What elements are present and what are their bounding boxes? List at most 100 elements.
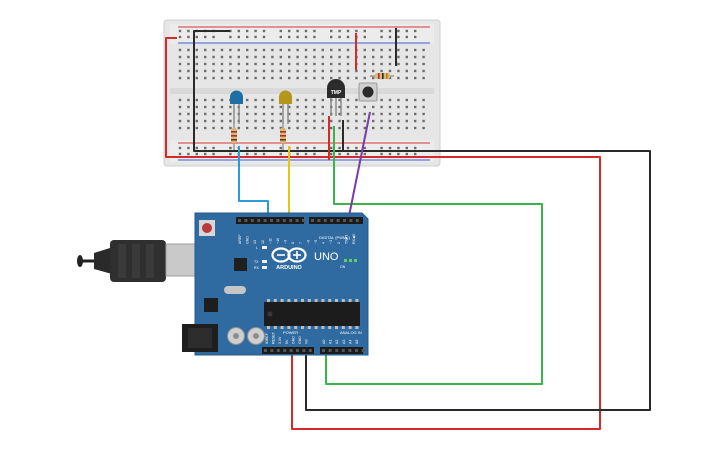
breadboard-hole (262, 29, 266, 33)
breadboard-hole (414, 29, 417, 33)
led-yellow[interactable] (279, 90, 292, 124)
header-pin (311, 219, 314, 222)
breadboard-hole (388, 105, 392, 109)
breadboard-hole (178, 146, 182, 150)
sensor-label: TMP (331, 90, 342, 96)
resistor-blue-led[interactable] (231, 124, 237, 150)
chip-pin (321, 326, 325, 329)
breadboard-hole (422, 126, 425, 130)
breadboard-hole (321, 48, 324, 52)
button-cap (362, 86, 374, 98)
breadboard-hole (380, 48, 383, 52)
breadboard-hole (279, 55, 282, 59)
header-pin (283, 349, 287, 352)
breadboard-hole (313, 112, 316, 116)
wire-green-analog[interactable] (325, 126, 543, 385)
breadboard-hole (422, 62, 425, 66)
breadboard-hole (246, 119, 249, 123)
breadboard-hole (321, 112, 324, 116)
breadboard-hole (254, 119, 257, 123)
breadboard-hole (296, 146, 299, 150)
led-rx (262, 266, 267, 269)
breadboard-hole (355, 105, 358, 109)
pin-label: A5 (355, 340, 359, 344)
breadboard-hole (262, 152, 266, 156)
breadboard-hole (229, 146, 232, 150)
breadboard-hole (187, 146, 190, 150)
breadboard-hole (195, 112, 198, 116)
breadboard-hole (363, 152, 366, 156)
breadboard-hole (296, 119, 299, 123)
pin-label: A3 (342, 340, 346, 344)
chip-pin (267, 299, 270, 302)
breadboard-hole (363, 119, 366, 123)
pin-label: 12 (261, 240, 265, 244)
breadboard-hole (405, 62, 408, 66)
breadboard-hole (405, 126, 408, 130)
breadboard-hole (346, 146, 350, 150)
push-button[interactable] (358, 82, 378, 102)
wire-purple-button[interactable] (347, 111, 371, 222)
breadboard-hole (346, 29, 350, 33)
breadboard-hole (397, 48, 400, 52)
breadboard-hole (254, 76, 257, 80)
breadboard-hole (254, 55, 257, 59)
header-pin (270, 219, 273, 222)
breadboard-hole (262, 112, 266, 116)
resistor-yellow-led[interactable] (280, 124, 286, 150)
breadboard-hole (178, 152, 182, 156)
breadboard-hole (279, 146, 282, 150)
breadboard-hole (178, 62, 182, 66)
breadboard-hole (262, 35, 266, 39)
breadboard-hole (237, 35, 240, 39)
breadboard-hole (338, 62, 341, 66)
breadboard-hole (388, 112, 392, 116)
breadboard-hole (304, 35, 308, 39)
breadboard-hole (254, 98, 257, 102)
temperature-sensor[interactable]: TMP (327, 79, 345, 116)
breadboard-hole (296, 29, 299, 33)
breadboard-hole (187, 152, 190, 156)
breadboard-hole (422, 69, 425, 73)
breadboard-hole (195, 126, 198, 130)
chip-pin (341, 299, 345, 302)
breadboard-hole (338, 152, 341, 156)
breadboard-hole (321, 98, 324, 102)
usb-plug-grip (146, 244, 154, 278)
resistor-pullup[interactable] (370, 73, 394, 79)
breadboard-hole (338, 76, 341, 80)
breadboard[interactable] (163, 19, 441, 167)
breadboard-hole (229, 126, 232, 130)
wire-black-gnd[interactable] (193, 30, 651, 411)
breadboard-hole (388, 146, 392, 150)
breadboard-hole (338, 29, 341, 33)
breadboard-hole (187, 105, 190, 109)
breadboard-hole (397, 119, 400, 123)
breadboard-hole (330, 69, 333, 73)
wire-red-5v[interactable] (165, 37, 601, 430)
breadboard-hole (187, 62, 190, 66)
wire-blue-led[interactable] (238, 146, 269, 221)
breadboard-hole (246, 126, 249, 130)
breadboard-hole (212, 35, 215, 39)
led-blue-body (230, 90, 243, 104)
breadboard-hole (380, 29, 383, 33)
breadboard-hole (330, 76, 333, 80)
chip-pin (307, 299, 311, 302)
led-blue[interactable] (230, 90, 243, 124)
breadboard-hole (220, 105, 224, 109)
chip-pin (287, 299, 291, 302)
header-pin (263, 219, 267, 222)
breadboard-hole (178, 48, 182, 52)
pin-label: 7 (299, 242, 303, 244)
breadboard-hole (237, 69, 240, 73)
breadboard-hole (296, 35, 299, 39)
breadboard-hole (246, 69, 249, 73)
chip-notch (267, 311, 273, 317)
resistor-band (231, 135, 237, 137)
sensor-body (327, 79, 345, 98)
breadboard-hole (212, 69, 215, 73)
header-pin (336, 219, 340, 222)
breadboard-hole (262, 146, 266, 150)
